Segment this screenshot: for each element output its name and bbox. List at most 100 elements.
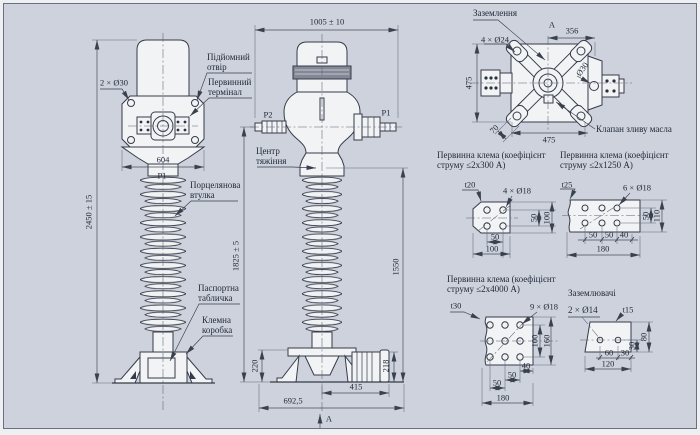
label-center-of-gravity-line1: Центр xyxy=(256,146,280,156)
earthing-thickness: t15 xyxy=(622,304,634,315)
label-porcelain-bushing-line1: Порцелянова xyxy=(190,180,241,190)
clamp-300-holes xyxy=(483,206,507,230)
top-height-dim: 475 xyxy=(542,134,556,145)
label-lifting-hole-line1: Підйомний xyxy=(207,52,250,62)
clamp-4000-dimensions xyxy=(450,311,556,406)
clamp-300-title-line2: струму ≤2х300 А) xyxy=(437,160,506,170)
label-oil-drain-valve: Клапан зливу масла xyxy=(596,124,672,134)
label-lifting-hole-line2: отвір xyxy=(207,62,227,72)
earthing-title: Заземлювачі xyxy=(568,288,616,298)
clamp-4000-detail xyxy=(450,311,558,406)
label-terminal-box: Клемна коробка xyxy=(202,315,232,335)
clamp-300-detail xyxy=(462,189,556,258)
side-base-height-dim: 220 xyxy=(249,359,260,373)
clamp-1250-title: Первинна клема (коефіцієнт струму ≤2х125… xyxy=(560,150,669,170)
label-primary-terminal: Первинний термінал xyxy=(208,77,251,97)
label-primary-terminal-line2: термінал xyxy=(208,87,242,97)
clamp-300-title-line1: Первинна клема (коефіцієнт xyxy=(437,150,546,160)
clamp-300-h100: 100 xyxy=(485,243,499,254)
label-terminal-box-line1: Клемна xyxy=(202,315,231,325)
clamp-1250-v110: 110 xyxy=(651,209,662,223)
front-right-leg xyxy=(186,355,213,384)
front-corner-bolts xyxy=(127,99,199,144)
side-cable-box xyxy=(351,349,390,383)
label-lifting-hole: Підйомний отвір xyxy=(207,52,250,72)
clamp-4000-v160: 160 xyxy=(541,334,552,348)
side-left-leg xyxy=(276,354,300,383)
label-grounding: Заземлення xyxy=(473,8,518,18)
side-terminal-p2-mark: Р2 xyxy=(263,109,273,120)
clamp-300-title: Первинна клема (коефіцієнт струму ≤2х300… xyxy=(437,150,546,170)
label-porcelain-bushing: Порцелянова втулка xyxy=(190,180,240,200)
clamp-1250-plate xyxy=(567,199,641,233)
side-cg-height-dim: 1550 xyxy=(390,258,401,276)
front-view-leaders xyxy=(169,72,252,362)
clamp-1250-seg2: 50 xyxy=(604,229,614,240)
clamp-4000-total: 180 xyxy=(496,392,510,403)
clamp-4000-d50a: 50 xyxy=(507,369,517,380)
side-415-dim: 415 xyxy=(349,381,363,392)
label-center-of-gravity-line2: тяжіння xyxy=(256,156,287,166)
side-terminal-height-dim: 1825 ± 5 xyxy=(230,240,241,272)
clamp-4000-holes-dim: 9 × Ø18 xyxy=(530,301,558,312)
earthing-holes-dim: 2 × Ø14 xyxy=(568,305,598,315)
top-356-dim: 356 xyxy=(565,25,579,36)
top-view-dimensions xyxy=(472,19,596,143)
side-view xyxy=(240,25,408,428)
clamp-300-thickness: t20 xyxy=(464,179,476,190)
earthing-detail xyxy=(568,312,653,372)
clamp-1250-holes xyxy=(581,204,621,227)
earthing-d120: 120 xyxy=(601,358,615,369)
front-height-dim: 2450 ± 15 xyxy=(83,194,94,230)
side-view-a-label: А xyxy=(325,413,333,424)
clamp-4000-title-line1: Первинна клема (коефіцієнт xyxy=(447,274,556,284)
front-nameplate-plate xyxy=(147,357,176,379)
clamp-300-v100: 100 xyxy=(541,211,552,225)
label-nameplate-line2: табличка xyxy=(198,293,233,303)
clamp-4000-v100: 100 xyxy=(529,334,540,348)
earthing-d60: 60 xyxy=(604,347,614,358)
clamp-1250-holes-dim: 6 × Ø18 xyxy=(623,182,651,193)
clamp-4000-title: Первинна клема (коефіцієнт струму ≤2х400… xyxy=(447,274,556,294)
side-width-dim: 1005 ± 10 xyxy=(309,16,345,27)
clamp-300-holes-dim: 4 × Ø18 xyxy=(503,185,531,196)
clamp-1250-title-line2: струму ≤2х1250 А) xyxy=(560,160,633,170)
earthing-d80: 80 xyxy=(638,332,649,342)
clamp-1250-seg1: 50 xyxy=(588,229,598,240)
earthing-d30h: 30 xyxy=(620,347,630,358)
clamp-1250-title-line1: Первинна клема (коефіцієнт xyxy=(560,150,669,160)
label-terminal-box-line2: коробка xyxy=(202,325,233,335)
clamp-4000-title-line2: струму ≤2х4000 А) xyxy=(447,284,520,294)
label-nameplate: Паспортна табличка xyxy=(198,283,239,303)
clamp-4000-thickness: t30 xyxy=(450,300,462,311)
clamp-300-h50: 50 xyxy=(490,231,500,242)
clamp-300-dimensions xyxy=(462,189,556,258)
side-terminal-p1-mark: Р1 xyxy=(381,107,391,118)
front-left-leg xyxy=(114,355,141,384)
clamp-1250-detail xyxy=(560,188,667,258)
front-holes-dim: 2 × Ø30 xyxy=(100,77,128,88)
top-width-dim: 475 xyxy=(463,76,474,90)
clamp-300-v50: 50 xyxy=(528,213,539,223)
earthing-dimensions xyxy=(568,312,653,372)
clamp-1250-total: 180 xyxy=(596,243,610,254)
label-nameplate-line1: Паспортна xyxy=(198,283,239,293)
front-terminal-mark: Р1 xyxy=(157,170,167,181)
top-view xyxy=(470,19,632,143)
clamp-1250-seg3: 40 xyxy=(619,229,629,240)
label-porcelain-bushing-line2: втулка xyxy=(190,190,215,200)
clamp-1250-v50: 50 xyxy=(640,211,651,221)
oil-drain-valve xyxy=(543,94,554,104)
front-view-dimensions xyxy=(92,39,205,384)
front-view xyxy=(92,33,252,410)
top-view-a-label: А xyxy=(548,19,556,30)
label-center-of-gravity: Центр тяжіння xyxy=(256,146,286,166)
side-view-dimensions xyxy=(240,25,408,428)
side-base-width-dim: 692,5 xyxy=(283,395,303,406)
top-holes-dim: 4 × Ø24 xyxy=(481,34,509,45)
clamp-4000-d40: 40 xyxy=(521,360,531,371)
clamp-1250-dimensions xyxy=(560,188,667,258)
front-width-dim: 604 xyxy=(156,154,170,165)
